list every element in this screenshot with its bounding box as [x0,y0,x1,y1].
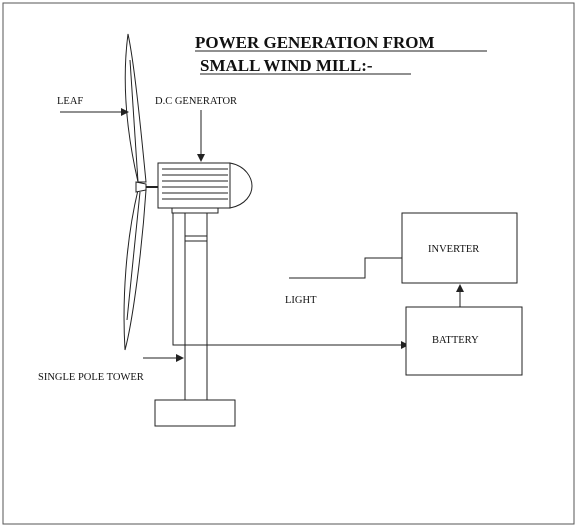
tower-base [154,399,236,427]
turbine-blades [123,33,147,351]
label-inverter: INVERTER [428,244,479,255]
inverter-box [401,212,518,284]
label-battery: BATTERY [432,335,479,346]
dc-generator [157,162,253,214]
diagram-title-line1: POWER GENERATION FROM [195,33,435,52]
diagram-title-line2: SMALL WIND MILL:- [200,56,373,75]
light-wire [289,257,402,279]
label-single-pole-tower: SINGLE POLE TOWER [38,372,144,383]
generator-battery-wire [172,213,409,349]
label-leaf: LEAF [57,96,83,107]
tower-pole [184,213,208,400]
label-dc-generator: D.C GENERATOR [155,96,237,107]
label-light: LIGHT [285,295,317,306]
page-border [2,2,575,525]
battery-box [405,306,523,376]
